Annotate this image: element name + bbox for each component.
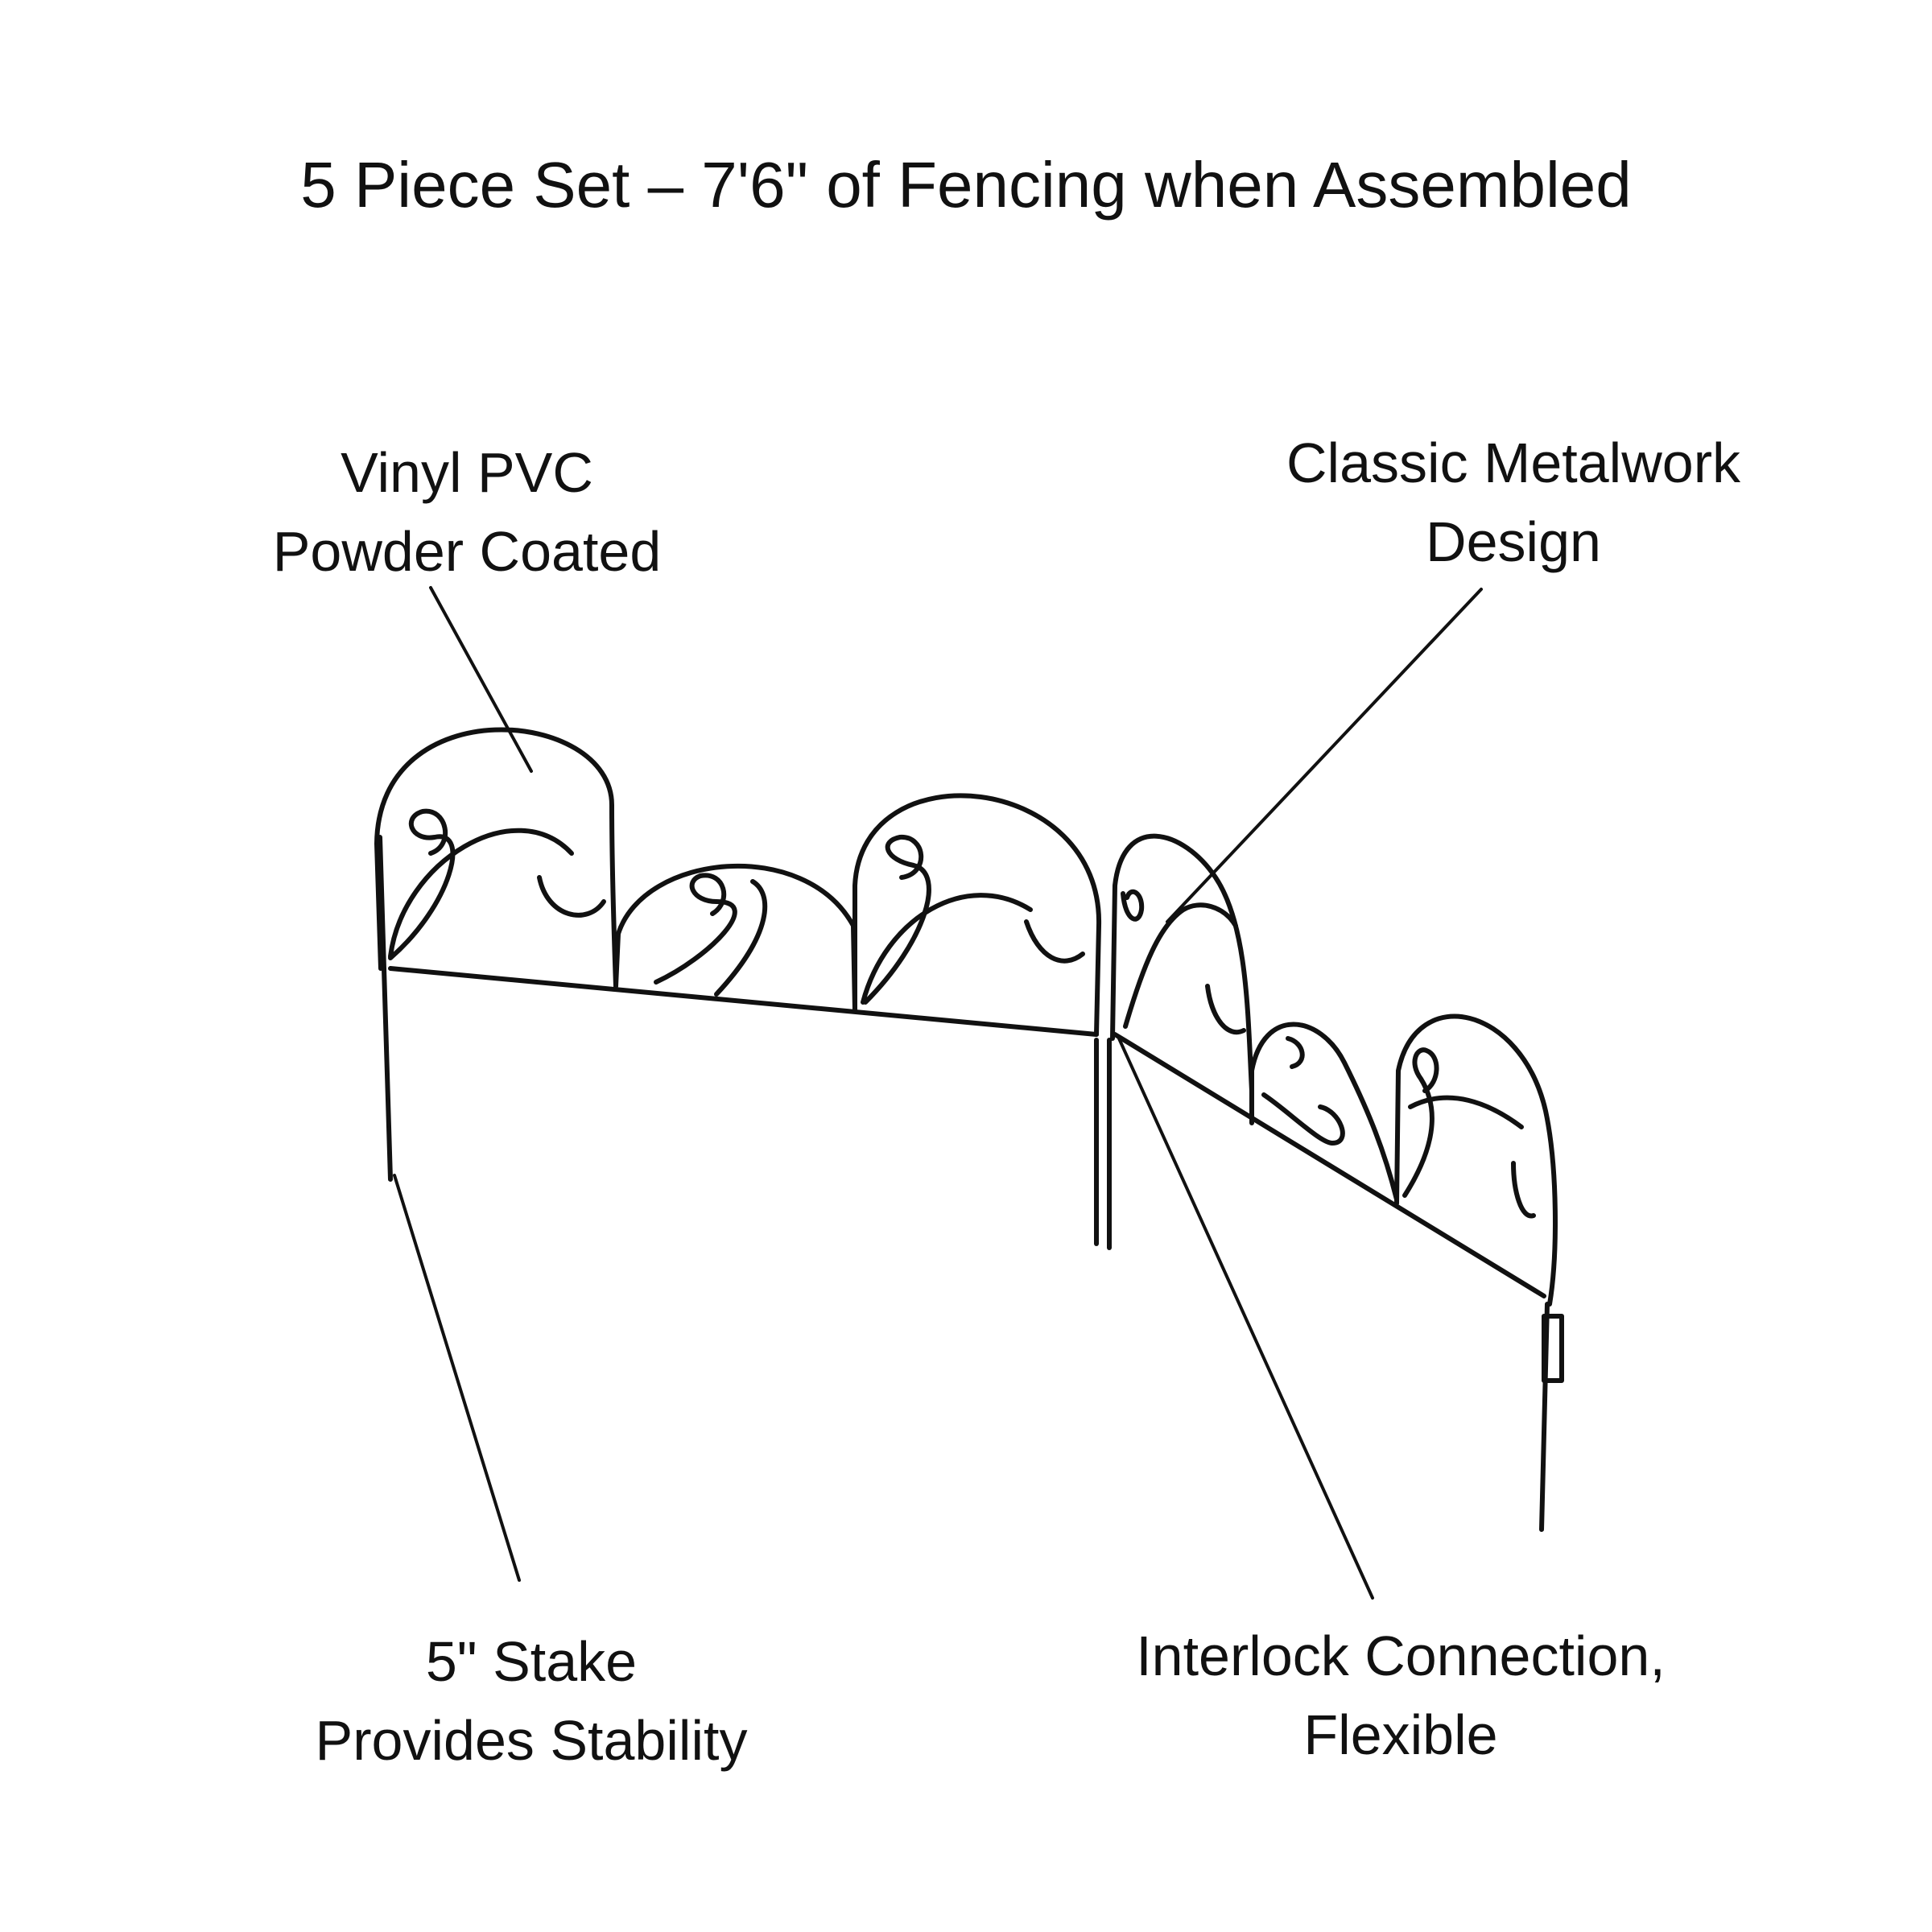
left-arch-3-hook — [1024, 919, 1085, 964]
right-arch-3 — [1394, 1013, 1558, 1307]
callout-stake-line1: 5" Stake — [425, 1630, 638, 1693]
right-interlock-post — [1110, 833, 1254, 1093]
left-arch-1-leaf — [388, 808, 456, 960]
right-arch-1-hook — [1205, 984, 1246, 1034]
callout-stake: 5" Stake Provides Stability — [258, 1622, 805, 1780]
callout-vinyl-pvc: Vinyl PVC Powder Coated — [225, 433, 708, 591]
right-arch-2-curl — [1286, 1036, 1305, 1069]
right-arch-3-inner — [1408, 1095, 1524, 1129]
callout-vinyl-line2: Powder Coated — [272, 520, 662, 583]
left-end-post — [378, 835, 393, 1182]
callout-classic-metalwork: Classic Metalwork Design — [1232, 423, 1795, 581]
leader-lines — [393, 586, 1483, 1600]
left-arch-3-leaf — [863, 834, 931, 1005]
left-arch-3 — [852, 793, 1102, 1037]
right-arch-3-hook — [1511, 1161, 1536, 1219]
callout-interlock-line2: Flexible — [1303, 1703, 1498, 1766]
callout-interlock: Interlock Connection, Flexible — [1046, 1616, 1755, 1774]
right-end-connector — [1542, 1314, 1564, 1383]
left-arch-3-inner — [861, 893, 1033, 1005]
callout-vinyl-line1: Vinyl PVC — [341, 441, 593, 504]
leader-vinyl — [429, 586, 533, 773]
leader-stake — [393, 1174, 521, 1582]
right-arch-1-scroll — [1123, 902, 1238, 1029]
left-arch-1-inner — [388, 828, 574, 959]
left-arch-2 — [613, 863, 857, 1013]
fence-panel-left — [374, 727, 1112, 1250]
right-arch-3-leaf — [1402, 1047, 1439, 1198]
left-arch-2-inner — [654, 873, 737, 985]
left-arch-1-hook — [537, 875, 606, 918]
right-arch-2 — [1249, 1022, 1399, 1202]
left-arch-2-leaf — [714, 879, 768, 997]
callout-classic-line2: Design — [1426, 510, 1601, 573]
right-arch-2-inner — [1261, 1092, 1345, 1146]
right-base-rail — [1113, 1032, 1546, 1298]
callout-interlock-line1: Interlock Connection, — [1136, 1624, 1666, 1687]
diagram-title: 5 Piece Set – 7'6" of Fencing when Assem… — [300, 149, 1632, 221]
callout-stake-line2: Provides Stability — [315, 1709, 748, 1772]
leader-interlock — [1117, 1037, 1374, 1600]
left-base-rail — [388, 966, 1099, 1037]
fence-panel-right — [1110, 833, 1564, 1532]
right-arch-1-curl — [1121, 889, 1145, 922]
callout-classic-line1: Classic Metalwork — [1286, 431, 1740, 494]
leader-classic — [1166, 588, 1483, 923]
left-arch-1 — [374, 727, 618, 989]
